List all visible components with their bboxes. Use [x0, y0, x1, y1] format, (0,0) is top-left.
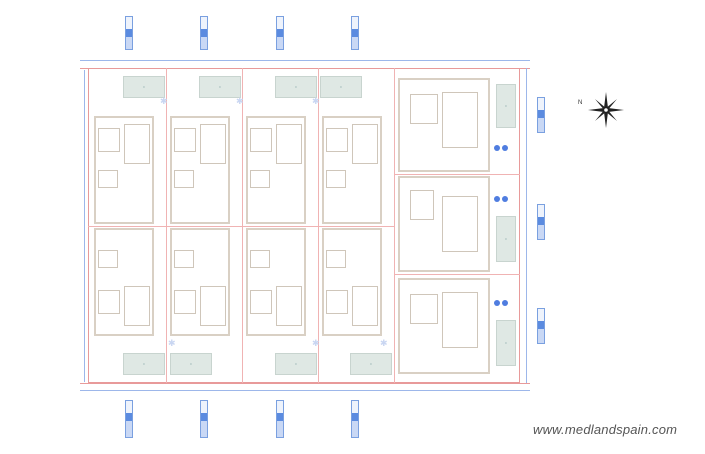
pool: ≡	[123, 353, 165, 375]
pool: ≡	[496, 216, 516, 262]
compass: N	[578, 88, 628, 130]
label-tag-icon	[351, 16, 359, 50]
label-tag-icon	[125, 400, 133, 438]
label-tag-icon	[276, 400, 284, 438]
label-tag-icon	[200, 16, 208, 50]
right-dimension-line	[526, 68, 527, 383]
label-tag-icon	[537, 308, 545, 344]
watermark: www.medlandspain.com	[533, 422, 678, 437]
tree-icon: ✱	[312, 96, 320, 106]
label-tag-icon	[125, 16, 133, 50]
top-dimension-line	[80, 60, 530, 61]
pool: ≡	[320, 76, 362, 98]
tree-icon: ✱	[380, 338, 388, 348]
pool: ≡	[170, 353, 212, 375]
pool: ≡	[275, 76, 317, 98]
tree-icon: ✱	[168, 338, 176, 348]
left-dimension-line	[84, 70, 85, 382]
pool: ≡	[496, 320, 516, 366]
pool: ≡	[350, 353, 392, 375]
bottom-dimension-line	[80, 390, 530, 391]
north-label: N	[578, 100, 583, 106]
bottom-boundary-line	[80, 383, 530, 384]
tree-icon: ✱	[312, 338, 320, 348]
site-boundary	[88, 68, 520, 383]
label-tag-icon	[537, 204, 545, 240]
label-tag-icon	[537, 97, 545, 133]
tree-icon: ✱	[160, 96, 168, 106]
pool: ≡	[123, 76, 165, 98]
tree-icon: ✱	[236, 96, 244, 106]
label-tag-icon	[351, 400, 359, 438]
label-tag-icon	[200, 400, 208, 438]
pool: ≡	[496, 84, 516, 128]
compass-rose-icon	[588, 92, 624, 128]
pool-dot-icon	[494, 300, 500, 306]
pool: ≡	[199, 76, 241, 98]
pool-dot-icon	[494, 145, 500, 151]
label-tag-icon	[276, 16, 284, 50]
pool: ≡	[275, 353, 317, 375]
pool-dot-icon	[502, 300, 508, 306]
pool-dot-icon	[502, 196, 508, 202]
pool-dot-icon	[494, 196, 500, 202]
pool-dot-icon	[502, 145, 508, 151]
